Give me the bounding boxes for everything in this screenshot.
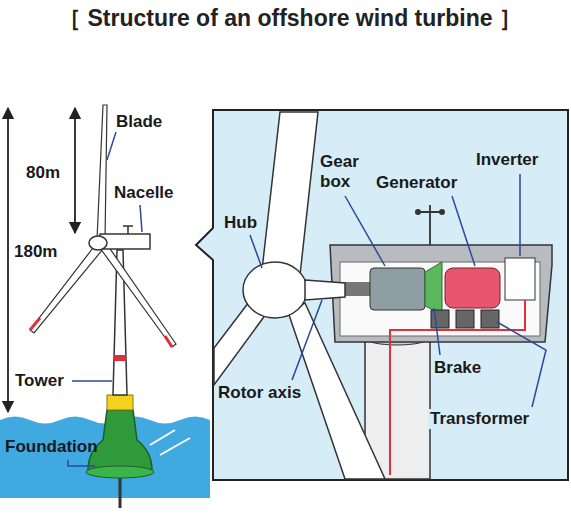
leader-line (72, 380, 112, 382)
tower-band (107, 395, 133, 410)
detail-panel (213, 110, 568, 480)
foundation-body (88, 410, 152, 470)
wave-mark (150, 430, 190, 455)
anemometer (123, 226, 133, 234)
hub (89, 236, 107, 250)
leader-line (434, 308, 440, 355)
leader-line (452, 196, 475, 266)
generator (445, 268, 500, 308)
brake (425, 262, 442, 314)
blade (100, 243, 176, 347)
blade-tip (30, 318, 172, 347)
part-label: Transformer (428, 409, 531, 429)
gear-box (370, 268, 425, 310)
main-shaft (343, 282, 371, 296)
part-label: Nacelle (112, 183, 176, 203)
anemometer (418, 205, 442, 245)
part-label: Rotor axis (216, 383, 303, 403)
part-label: Foundation (3, 437, 100, 457)
dimension-arrow (74, 108, 76, 233)
anemometer-cup (439, 209, 445, 215)
part-label: Gear box (318, 152, 368, 191)
part-label: Inverter (474, 150, 540, 170)
dimension-arrow (7, 108, 9, 412)
part-label: Generator (374, 173, 459, 193)
leader-line (250, 235, 262, 268)
foundation-base (86, 466, 154, 478)
anemometer-cup (415, 209, 421, 215)
blade (97, 105, 107, 240)
hub (243, 262, 307, 318)
part-label: Hub (222, 213, 259, 233)
leader-line (68, 460, 95, 466)
blade (262, 112, 318, 275)
nacelle-housing (330, 245, 552, 342)
part-label: Brake (432, 358, 483, 378)
part-label: 180m (12, 242, 59, 262)
part-label: Blade (114, 112, 164, 132)
transformer (481, 310, 499, 328)
leader-line (345, 196, 385, 266)
callout-pointer-outline (196, 228, 213, 260)
rotor-axis (305, 280, 345, 300)
transformer (431, 310, 449, 328)
inverter (505, 258, 535, 300)
tower-red-band (114, 355, 126, 361)
part-label: 80m (24, 163, 62, 183)
leader-line (519, 174, 521, 256)
diagram-title: ［ Structure of an offshore wind turbine … (40, 4, 540, 33)
leader-line (292, 300, 322, 380)
leader-line (140, 205, 142, 232)
part-label: Tower (13, 371, 66, 391)
leader-line (497, 322, 546, 407)
transformer (456, 310, 474, 328)
callout-pointer (196, 228, 214, 260)
leader-line (107, 132, 116, 160)
